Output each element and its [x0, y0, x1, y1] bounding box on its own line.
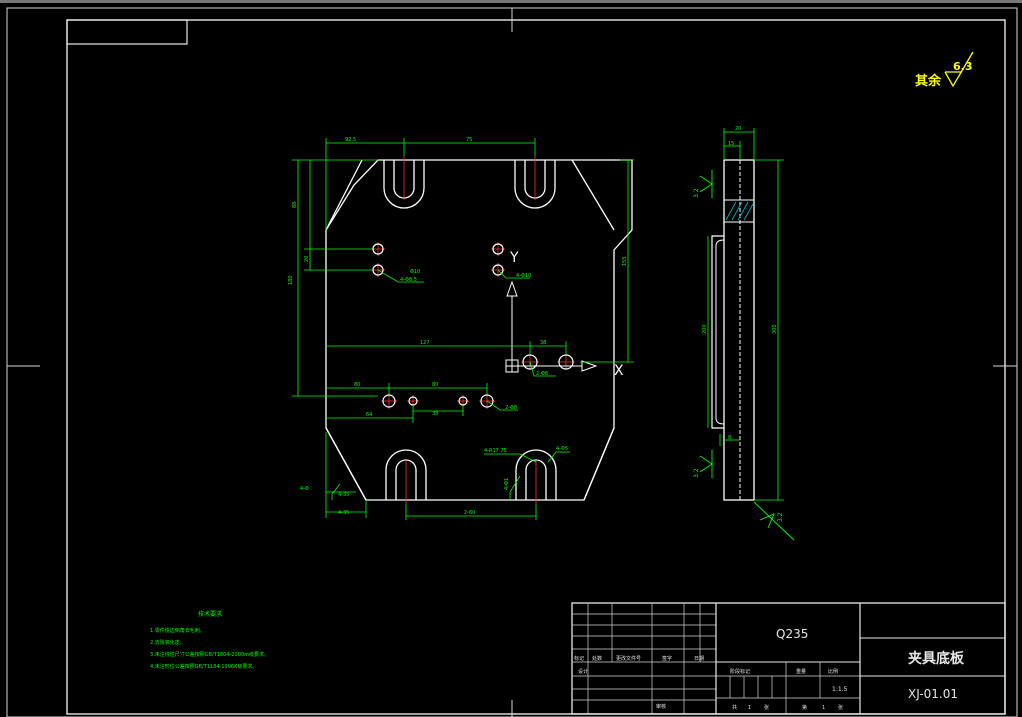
dim-20: 20 — [304, 256, 310, 262]
dim-64: 64 — [366, 412, 372, 418]
material-value: Q235 — [776, 627, 808, 641]
tb-sheet-no: 第 — [802, 704, 807, 711]
dim-155: 155 — [622, 256, 628, 266]
side-outline — [723, 159, 755, 501]
tb-weight: 重量 — [796, 668, 806, 675]
side-rough-2: 3.2 — [693, 468, 700, 478]
holes — [372, 243, 574, 408]
y-axis-label: Y — [509, 250, 519, 266]
dim-phi10: Φ10 — [410, 269, 420, 275]
tech-item-4: 4.未注形位公差按照GB/T1184-1996K级要求。 — [150, 663, 257, 670]
dim-75: 75 — [466, 137, 472, 143]
code-box — [66, 19, 188, 45]
tech-item-3: 3.未注线性尺寸公差按照GB/T1804-2000m级要求。 — [150, 651, 269, 658]
dimension-lines — [292, 138, 634, 520]
tech-item-2: 2.去除氧化皮。 — [150, 639, 185, 646]
front-view: Y X — [288, 137, 634, 520]
dim-4-r17-75: 4-R17.75 — [484, 448, 507, 454]
dim-2-phi8-b: 2-Φ8 — [505, 405, 517, 411]
plate-outline — [325, 159, 633, 501]
part-title: 夹具底板 — [908, 650, 965, 667]
general-roughness-symbol: 其余 6.3 — [915, 51, 974, 89]
tb-sheet-word: 张 — [838, 704, 843, 711]
dim-2-phi8-a: 2-Φ8 — [536, 371, 548, 377]
side-dim-8: 8 — [728, 435, 731, 441]
tech-title: 技术要求 — [198, 610, 222, 618]
tb-total: 共 — [732, 704, 737, 711]
x-axis-label: X — [614, 363, 624, 379]
tb-approve: 审核 — [656, 703, 666, 710]
dim-4-35-b: 4-35 — [338, 510, 349, 516]
dim-80-left: 80 — [354, 382, 360, 388]
tb-doc: 更改文件号 — [616, 655, 641, 662]
side-dim-200: 200 — [702, 324, 708, 334]
dim-38-bottom: 38 — [432, 411, 438, 417]
dim-4-phi10: 4-Φ10 — [516, 273, 531, 279]
side-dim-15: 15 — [728, 141, 734, 147]
drawing-frame — [66, 19, 1006, 715]
tb-ratio: 比例 — [828, 668, 838, 675]
title-block: Q235 夹具底板 XJ-01.01 1:1.5 标记 处数 更改文件号 签字 … — [571, 602, 1006, 715]
dim-180: 180 — [288, 275, 294, 285]
dim-88: 88 — [292, 202, 298, 208]
scale-value: 1:1.5 — [832, 686, 848, 693]
roughness-label: 其余 — [915, 73, 942, 89]
tb-mark: 标记 — [574, 655, 584, 662]
side-dim-20: 20 — [735, 126, 741, 132]
dim-4-35-a: 4-35 — [338, 492, 349, 498]
tb-count: 处数 — [592, 655, 602, 662]
side-rough-1: 3.2 — [693, 188, 700, 198]
dim-4-phi8-5: 4-Φ8.5 — [400, 277, 417, 283]
section-hatch — [725, 201, 754, 221]
roughness-value: 6.3 — [953, 60, 973, 73]
dim-92-5: 92.5 — [345, 137, 356, 143]
coordinate-axes — [505, 280, 598, 373]
tech-item-1: 1.零件锐边倒角去毛刺。 — [150, 627, 205, 634]
tb-stage: 阶段标记 — [730, 668, 750, 675]
tb-sheet-n: 1 — [822, 705, 825, 711]
tb-total-n: 1 — [748, 705, 751, 711]
dim-4-phi: 4-Φ — [300, 486, 309, 492]
dim-4-phi1: 4-Φ1 — [504, 478, 510, 490]
side-dim-300: 300 — [772, 324, 778, 334]
centering-marks — [7, 8, 1017, 717]
side-view: 20 15 300 200 8 3.2 3.2 3.2 — [693, 126, 795, 541]
dim-80-right: 80 — [432, 382, 438, 388]
dim-4-phi5: 4-Φ5 — [556, 446, 568, 452]
tb-sheets: 张 — [764, 704, 769, 711]
technical-requirements: 技术要求 1.零件锐边倒角去毛刺。 2.去除氧化皮。 3.未注线性尺寸公差按照G… — [150, 610, 269, 670]
dim-2-60: 2-60 — [464, 510, 475, 516]
dim-38-top: 38 — [540, 340, 546, 346]
viewport-top-bar — [0, 0, 1022, 3]
side-rough-3: 3.2 — [777, 512, 784, 522]
dim-127: 127 — [420, 340, 430, 346]
tb-design: 设计 — [578, 668, 588, 675]
tb-sign: 签字 — [662, 655, 672, 662]
tb-date: 日期 — [694, 656, 704, 662]
drawing-number: XJ-01.01 — [908, 687, 958, 701]
